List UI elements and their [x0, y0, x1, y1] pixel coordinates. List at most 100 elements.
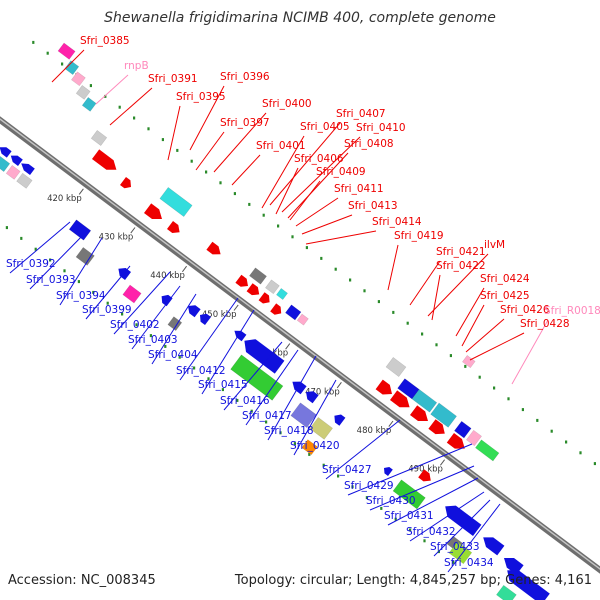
gc-dot: [320, 256, 323, 260]
accession-text: Accession: NC_008345: [8, 573, 156, 588]
gc-dot: [178, 355, 181, 359]
gc-dot: [550, 429, 553, 433]
gc-dot: [77, 280, 80, 284]
gc-dot: [49, 258, 52, 262]
gene-label-top: Sfri_0397: [220, 117, 270, 129]
gc-dot: [593, 462, 596, 466]
gene-feature: [144, 203, 163, 220]
gene-feature: [161, 294, 173, 307]
gene-label-bottom: Sfri_0430: [366, 495, 416, 507]
gene-label-top: Sfri_0408: [344, 138, 394, 150]
gene-label-top: Sfri_0407: [336, 108, 386, 120]
gene-label-bottom: Sfri_0403: [128, 334, 178, 346]
gene-feature: [276, 288, 288, 300]
leader-line: [59, 237, 103, 306]
gene-label-bottom: Sfri_0418: [264, 425, 314, 437]
gc-dot: [421, 332, 424, 336]
gene-feature: [309, 417, 333, 440]
gc-dot: [265, 420, 268, 424]
gene-feature: [430, 402, 457, 428]
gene-label-bottom: Sfri_0432: [406, 526, 456, 538]
gc-dot: [423, 539, 426, 543]
gene-feature: [384, 466, 393, 476]
leader-line: [347, 443, 473, 496]
gene-feature: [81, 97, 97, 112]
gene-label-bottom: Sfri_0415: [198, 379, 248, 391]
gc-dot: [337, 474, 340, 478]
gene-label-top: Sfri_0422: [436, 260, 486, 272]
gc-dot: [149, 334, 152, 338]
gc-dot: [521, 408, 524, 412]
leader-line: [387, 477, 479, 526]
gc-dot: [133, 116, 136, 120]
gene-feature: [409, 405, 428, 422]
leader-line: [293, 379, 337, 456]
backbone-line: [0, 116, 600, 574]
gene-label-top: Sfri_0414: [372, 216, 422, 228]
gene-feature: [0, 156, 11, 172]
gc-dot: [106, 301, 109, 305]
gc-dot: [89, 84, 92, 88]
tick-label: 450 kbp: [202, 310, 237, 320]
leader-line: [109, 87, 153, 126]
gc-dot: [351, 485, 354, 489]
gene-feature: [75, 85, 91, 100]
leader-line: [245, 349, 299, 426]
gene-label-top: Sfri_0413: [348, 200, 398, 212]
gene-feature: [292, 381, 307, 395]
gene-feature: [448, 541, 473, 565]
leader-line: [113, 271, 171, 335]
leader-line: [223, 341, 283, 411]
gene-label-bottom: Sfri_0393: [26, 274, 76, 286]
gene-feature: [445, 505, 482, 537]
gc-dot: [406, 321, 409, 325]
leader-line: [289, 180, 321, 221]
gene-label-top: Sfri_0411: [334, 183, 384, 195]
gene-label-bottom: Sfri_0416: [220, 395, 270, 407]
leader-line: [9, 221, 71, 274]
leader-line: [409, 260, 441, 306]
gc-dot: [205, 170, 208, 174]
leader-line: [511, 319, 549, 385]
gc-dot: [334, 267, 337, 271]
tick-mark: [388, 420, 394, 427]
gc-dot: [449, 354, 452, 358]
map-title: Shewanella frigidimarina NCIMB 400, comp…: [104, 10, 496, 26]
leader-line: [95, 74, 129, 105]
gc-dot: [464, 364, 467, 368]
gene-label-top: Sfri_0395: [176, 91, 226, 103]
leader-line: [461, 304, 485, 347]
tick-label: 470 kbp: [305, 387, 340, 397]
gc-dot: [536, 418, 539, 422]
gene-label-top: Sfri_0405: [300, 121, 350, 133]
leader-line: [455, 287, 485, 337]
gene-feature: [244, 339, 285, 374]
tick-mark: [439, 459, 446, 466]
gene-label-bottom: Sfri_0427: [322, 464, 372, 476]
gene-feature: [466, 429, 482, 447]
tick-label: 480 kbp: [357, 426, 392, 436]
gene-label-bottom: Sfri_0417: [242, 410, 292, 422]
gc-dot: [34, 247, 37, 251]
gene-feature: [68, 219, 92, 241]
gene-feature: [385, 357, 407, 377]
gene-feature: [188, 305, 201, 318]
gc-dot: [61, 62, 64, 66]
gene-label-bottom: Sfri_0404: [148, 349, 198, 361]
gc-dot: [193, 366, 196, 370]
leader-line: [167, 105, 181, 161]
leader-line: [201, 309, 255, 395]
gene-feature: [290, 402, 317, 428]
gene-feature: [462, 355, 476, 369]
gene-feature: [265, 279, 280, 295]
topology-summary: Topology: circular; Length: 4,845,257 bp…: [234, 573, 592, 588]
leader-line: [387, 244, 399, 291]
gene-feature: [235, 274, 248, 287]
gene-feature: [483, 537, 505, 556]
gene-feature: [296, 313, 309, 326]
leader-line: [447, 503, 501, 573]
gc-dot: [190, 159, 193, 163]
gene-feature: [454, 420, 472, 439]
gene-label-top: Sfri_0400: [262, 98, 312, 110]
